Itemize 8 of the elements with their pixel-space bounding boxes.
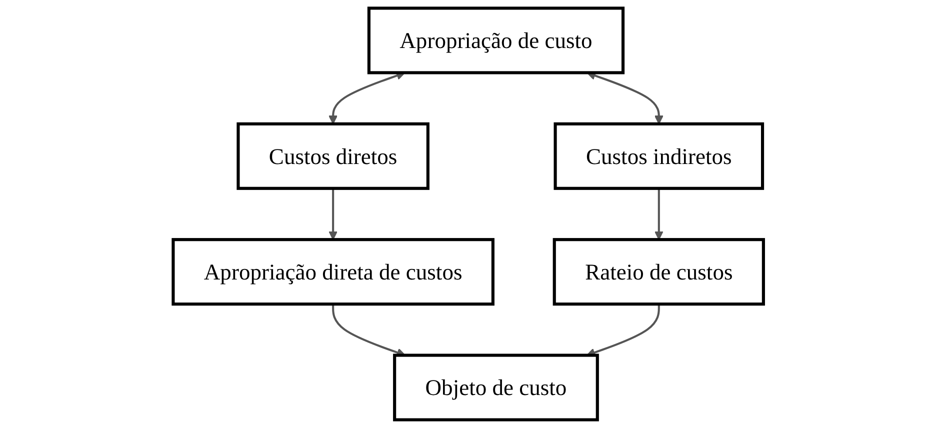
node-box: Apropriação direta de custos [171,238,494,306]
node-box: Custos diretos [236,122,430,190]
node-box: Rateio de custos [552,238,765,306]
arrow [328,188,338,240]
arrow [654,188,664,240]
node-box: Custos indiretos [553,122,764,190]
node-box: Objeto de custo [392,354,599,422]
node-box: Apropriação de custo [367,6,624,74]
